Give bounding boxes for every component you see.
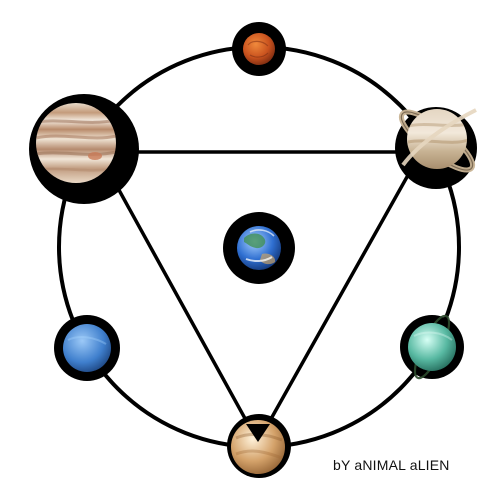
mars-planet xyxy=(243,33,275,65)
inner-triangle xyxy=(95,150,424,446)
jupiter-planet xyxy=(36,103,116,183)
venus-planet xyxy=(231,420,285,474)
author-credit: bY aNIMAL aLIEN xyxy=(333,457,450,473)
earth-planet xyxy=(237,226,281,270)
saturn-planet xyxy=(398,108,477,173)
neptune-planet xyxy=(63,324,111,372)
uranus-planet xyxy=(408,314,456,380)
